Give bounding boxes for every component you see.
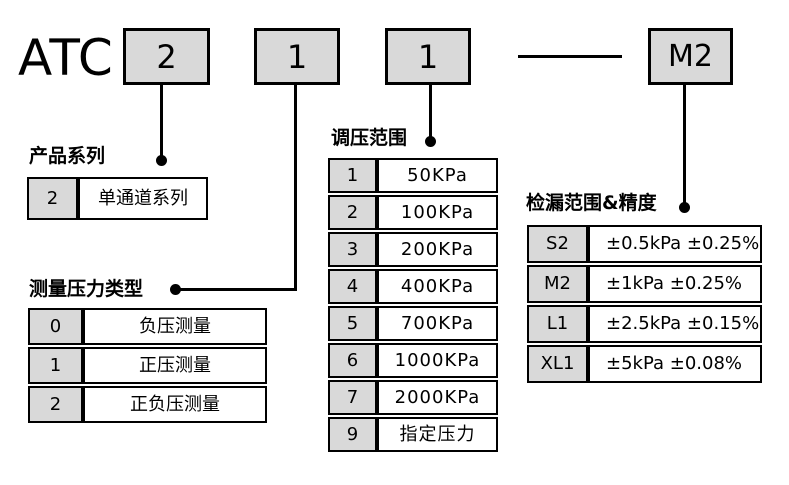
connector-line-pressure-type-vertical bbox=[294, 83, 297, 290]
connector-line-regulation-range bbox=[429, 83, 432, 142]
code-separator-dash bbox=[518, 55, 622, 58]
leak-code-cell: L1 bbox=[527, 305, 588, 343]
table-row: 2 100KPa bbox=[328, 195, 498, 230]
connector-line-pressure-type-horizontal bbox=[176, 288, 297, 291]
series-code-cell: 2 bbox=[27, 177, 78, 220]
series-value-cell: 单通道系列 bbox=[78, 177, 208, 220]
table-row: XL1 ±5kPa ±0.08% bbox=[527, 345, 762, 383]
range-value-cell: 2000KPa bbox=[377, 380, 498, 415]
pressure-type-value-cell: 负压测量 bbox=[83, 308, 267, 345]
leak-value-cell: ±1kPa ±0.25% bbox=[588, 265, 762, 303]
code-box-leak-accuracy: M2 bbox=[648, 28, 733, 85]
table-series: 2 单通道系列 bbox=[27, 177, 208, 220]
table-row: 1 50KPa bbox=[328, 158, 498, 193]
heading-pressure-type: 测量压力类型 bbox=[29, 278, 144, 300]
range-value-cell: 200KPa bbox=[377, 232, 498, 267]
code-box-pressure-type: 1 bbox=[254, 28, 340, 85]
table-row: 2 正负压测量 bbox=[28, 386, 267, 423]
table-row: 0 负压测量 bbox=[28, 308, 267, 345]
connector-line-series bbox=[160, 83, 163, 160]
leak-value-cell: ±0.5kPa ±0.25% bbox=[588, 225, 762, 263]
range-code-cell: 6 bbox=[328, 343, 377, 378]
connector-dot-regulation-range bbox=[425, 136, 436, 147]
table-regulation-range: 1 50KPa 2 100KPa 3 200KPa 4 400KPa 5 700… bbox=[328, 158, 498, 452]
range-code-cell: 5 bbox=[328, 306, 377, 341]
code-box-regulation-range: 1 bbox=[385, 28, 471, 85]
table-pressure-type: 0 负压测量 1 正压测量 2 正负压测量 bbox=[28, 308, 267, 423]
product-prefix: ATC bbox=[18, 29, 114, 87]
table-leak-accuracy: S2 ±0.5kPa ±0.25% M2 ±1kPa ±0.25% L1 ±2.… bbox=[527, 225, 762, 383]
connector-dot-series bbox=[156, 155, 167, 166]
range-code-cell: 4 bbox=[328, 269, 377, 304]
pressure-type-value-cell: 正负压测量 bbox=[83, 386, 267, 423]
leak-value-cell: ±5kPa ±0.08% bbox=[588, 345, 762, 383]
table-row: S2 ±0.5kPa ±0.25% bbox=[527, 225, 762, 263]
heading-regulation-range: 调压范围 bbox=[331, 127, 408, 149]
table-row: L1 ±2.5kPa ±0.15% bbox=[527, 305, 762, 343]
range-value-cell: 100KPa bbox=[377, 195, 498, 230]
heading-series: 产品系列 bbox=[29, 145, 106, 167]
pressure-type-code-cell: 1 bbox=[28, 347, 83, 384]
range-code-cell: 9 bbox=[328, 417, 377, 452]
range-value-cell: 400KPa bbox=[377, 269, 498, 304]
range-value-cell: 50KPa bbox=[377, 158, 498, 193]
range-value-cell: 700KPa bbox=[377, 306, 498, 341]
range-code-cell: 7 bbox=[328, 380, 377, 415]
range-code-cell: 2 bbox=[328, 195, 377, 230]
table-row: 3 200KPa bbox=[328, 232, 498, 267]
leak-value-cell: ±2.5kPa ±0.15% bbox=[588, 305, 762, 343]
connector-line-leak-accuracy bbox=[683, 83, 686, 208]
table-row: 2 单通道系列 bbox=[27, 177, 208, 220]
range-value-cell: 1000KPa bbox=[377, 343, 498, 378]
pressure-type-value-cell: 正压测量 bbox=[83, 347, 267, 384]
leak-code-cell: M2 bbox=[527, 265, 588, 303]
leak-code-cell: XL1 bbox=[527, 345, 588, 383]
pressure-type-code-cell: 0 bbox=[28, 308, 83, 345]
table-row: 1 正压测量 bbox=[28, 347, 267, 384]
table-row: 7 2000KPa bbox=[328, 380, 498, 415]
connector-dot-pressure-type bbox=[170, 284, 181, 295]
table-row: 6 1000KPa bbox=[328, 343, 498, 378]
leak-code-cell: S2 bbox=[527, 225, 588, 263]
range-value-cell: 指定压力 bbox=[377, 417, 498, 452]
code-box-series: 2 bbox=[123, 28, 210, 85]
table-row: M2 ±1kPa ±0.25% bbox=[527, 265, 762, 303]
table-row: 4 400KPa bbox=[328, 269, 498, 304]
table-row: 5 700KPa bbox=[328, 306, 498, 341]
range-code-cell: 1 bbox=[328, 158, 377, 193]
table-row: 9 指定压力 bbox=[328, 417, 498, 452]
pressure-type-code-cell: 2 bbox=[28, 386, 83, 423]
heading-leak-accuracy: 检漏范围&精度 bbox=[526, 192, 657, 214]
connector-dot-leak-accuracy bbox=[679, 202, 690, 213]
range-code-cell: 3 bbox=[328, 232, 377, 267]
